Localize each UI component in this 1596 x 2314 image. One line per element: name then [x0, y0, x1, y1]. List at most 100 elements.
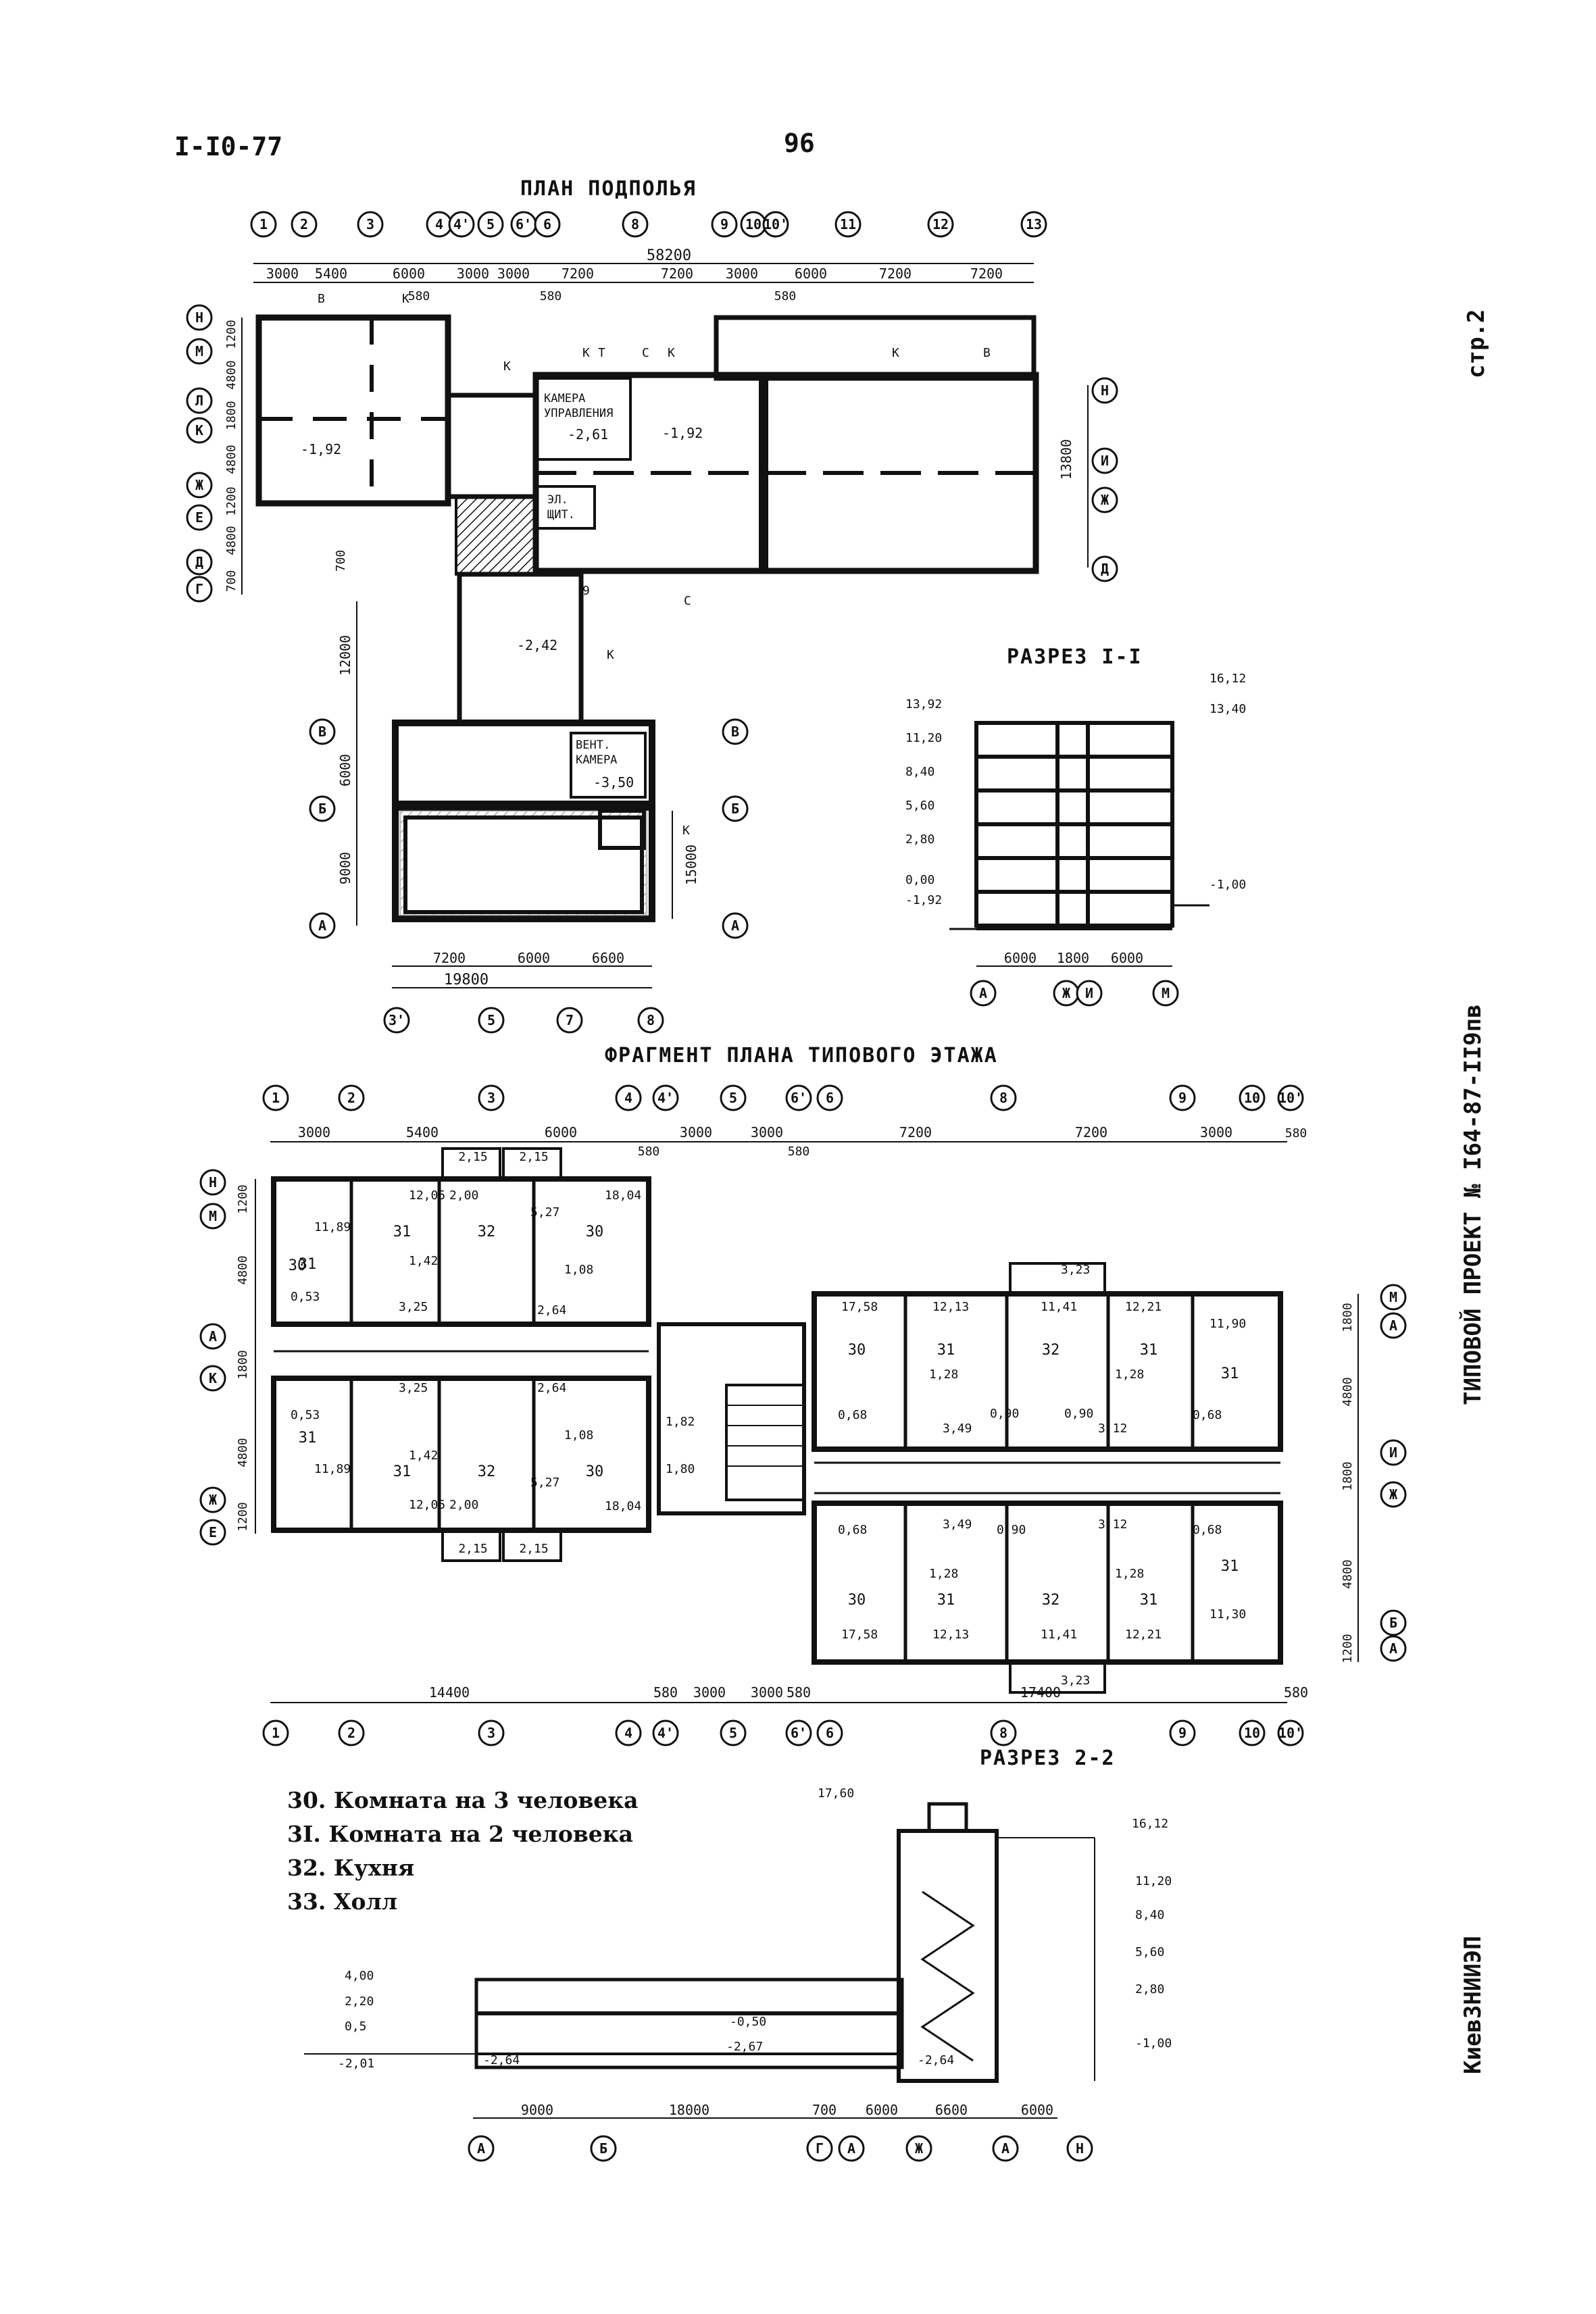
floor-small-dim-2: 580	[1285, 1126, 1307, 1140]
basement-small-dim-1: 580	[540, 289, 562, 303]
floor-axis-bottom-11	[1277, 1719, 1304, 1746]
basement-left-axis-3	[186, 417, 213, 444]
area-right-12: 3,12	[1098, 1422, 1127, 1436]
section2-dim-4: 6600	[935, 2102, 968, 2118]
basement-axis-7	[534, 211, 561, 238]
basement-dim-2: 6000	[393, 266, 425, 282]
basement-right-axis-1	[1091, 447, 1118, 474]
basement-axis-11	[762, 211, 789, 238]
room-code-1: 31	[393, 1224, 412, 1240]
floor-dim-top-7: 3000	[1200, 1124, 1232, 1140]
room-vent-label: ВЕНТ.	[576, 738, 610, 752]
basement-level-4: -3,50	[593, 774, 634, 790]
basement-left-dim-4: 1200	[224, 486, 239, 515]
floor-right-axis-3	[1380, 1481, 1407, 1508]
room-code-17: 31	[1140, 1592, 1158, 1609]
basement-dim-9: 7200	[879, 266, 912, 282]
basement-level-3: -2,42	[517, 637, 557, 653]
area-left-19: 18,04	[605, 1499, 641, 1513]
area-left-5: 1,42	[409, 1254, 438, 1268]
basement-right-axis-2-label: Ж	[1101, 492, 1109, 508]
basement-left-axis-5	[186, 504, 213, 531]
area-right-16: 0,90	[997, 1523, 1026, 1537]
basement-axis-9-label: 9	[720, 216, 728, 232]
basement-axis-11-label: 10'	[764, 216, 788, 232]
section2-level-2: 11,20	[1135, 1874, 1172, 1888]
basement-axis-5-label: 5	[487, 216, 495, 232]
floor-right-dim-3: 4800	[1341, 1559, 1355, 1588]
room-code-16: 32	[1042, 1592, 1060, 1609]
floor-right-axis-1-label: А	[1389, 1317, 1397, 1334]
basement-right-axis-3	[1091, 555, 1118, 582]
floor-axis-bottom-9	[1169, 1719, 1196, 1746]
wing-bottom-axis-3-label: 8	[647, 1012, 655, 1028]
basement-left-axis-7	[186, 576, 213, 603]
floor-right-dim-0: 1800	[1341, 1303, 1355, 1332]
sheet-code: I-I0-77	[174, 132, 283, 161]
wing-left-axis-1	[309, 795, 336, 822]
area-right-24: 12,21	[1125, 1628, 1162, 1642]
section1-level-2: 8,40	[905, 765, 934, 779]
basement-right-axis-2	[1091, 486, 1118, 513]
basement-right-dim: 13800	[1058, 439, 1074, 480]
floor-left-axis-1	[199, 1203, 226, 1230]
basement-dim-6: 7200	[661, 266, 693, 282]
floor-dim-top-5: 7200	[899, 1124, 932, 1140]
area-right-2: 12,13	[932, 1300, 969, 1314]
floor-axis-top-4-label: 4'	[657, 1090, 674, 1106]
room-code-13: 31	[1221, 1365, 1239, 1382]
floor-right-axis-3-label: Ж	[1389, 1486, 1397, 1503]
room-code-2: 32	[478, 1224, 496, 1240]
basement-axis-1	[291, 211, 318, 238]
basement-mark-7: К	[892, 346, 899, 360]
section1-level-6: -1,92	[905, 893, 942, 907]
floor-dim-bottom-5: 17400	[1020, 1684, 1061, 1701]
section2-dim-1: 18000	[669, 2102, 709, 2118]
room-camera-label: КАМЕРА	[544, 392, 585, 405]
basement-left-dim-6: 700	[224, 570, 239, 593]
area-left-2: 2,00	[449, 1188, 478, 1203]
floor-left-axis-2	[199, 1323, 226, 1350]
floor-stair-dim-2: 2,15	[458, 1542, 487, 1556]
basement-axis-13	[927, 211, 954, 238]
section2-axis-3-label: А	[847, 2140, 855, 2157]
section1-level-0: 13,92	[905, 697, 942, 711]
floor-axis-top-0-label: 1	[272, 1090, 280, 1106]
floor-right-dim-4: 1200	[1341, 1634, 1355, 1663]
basement-axis-6-label: 6'	[516, 216, 532, 232]
wing-right-axis-0-label: В	[731, 724, 739, 740]
floor-axis-bottom-9-label: 9	[1178, 1725, 1187, 1741]
room-code-8: 30	[586, 1463, 604, 1480]
basement-mark-11: К	[607, 648, 614, 662]
floor-axis-top-0	[262, 1084, 289, 1111]
floor-axis-bottom-5-label: 5	[729, 1725, 737, 1741]
area-left-4: 18,04	[605, 1188, 641, 1203]
section2-mid-level-3: -2,64	[918, 2053, 954, 2067]
section1-dim-2: 6000	[1111, 950, 1143, 966]
area-left-1: 12,05	[409, 1188, 445, 1203]
basement-mark-0: В	[318, 292, 325, 306]
section2-level-0: 17,60	[818, 1786, 854, 1801]
area-left-12: 0,53	[291, 1408, 320, 1422]
section-1-title: РАЗРЕЗ I-I	[1007, 645, 1143, 669]
room-code-5: 31	[299, 1430, 317, 1447]
basement-left-axis-3-label: К	[195, 422, 203, 438]
basement-left-axis-4-label: Ж	[195, 477, 203, 493]
basement-left-axis-0	[186, 304, 213, 331]
floor-left-axis-0	[199, 1169, 226, 1196]
basement-plan	[241, 263, 1089, 988]
room-code-6: 31	[393, 1463, 412, 1480]
legend-item: 3I. Комната на 2 человека	[287, 1821, 633, 1847]
basement-left-axis-1-label: М	[195, 343, 203, 359]
floor-axis-bottom-1	[338, 1719, 365, 1746]
area-right-14: 0,68	[838, 1523, 867, 1537]
area-left-15: 11,89	[314, 1462, 351, 1476]
room-code-14: 30	[848, 1592, 866, 1609]
floor-left-dim-1: 4800	[236, 1255, 250, 1284]
wing-right-axis-1	[722, 795, 749, 822]
basement-mark-12: К	[682, 824, 690, 838]
section2-level-4: 5,60	[1135, 1945, 1164, 1959]
